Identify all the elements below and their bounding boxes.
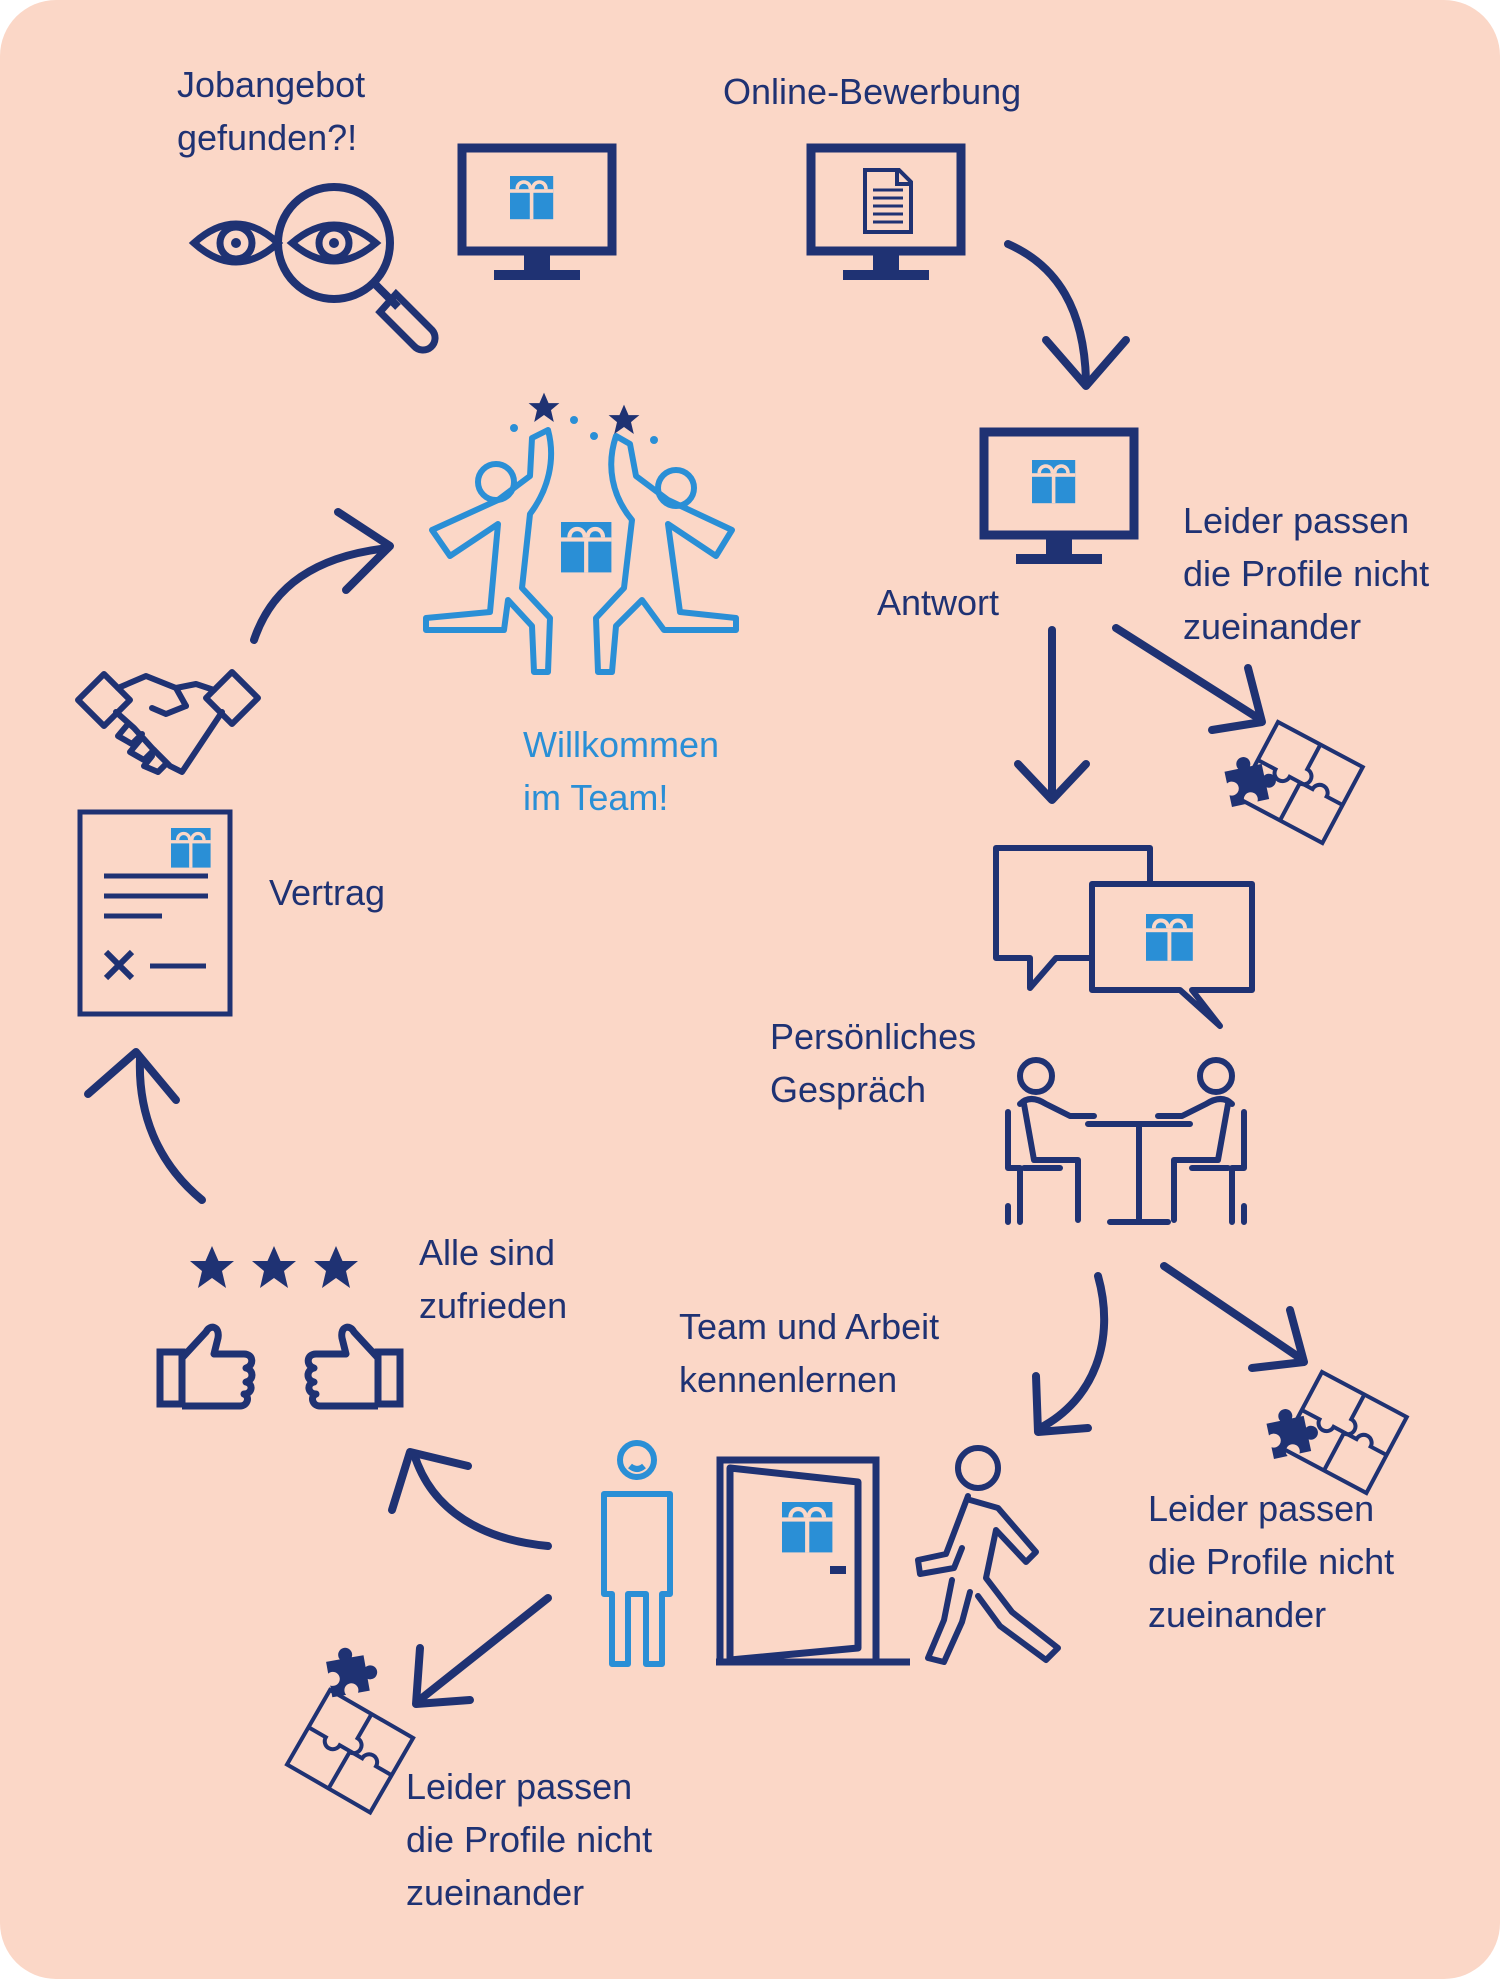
step-job-found-label: Jobangebot gefunden?! [177, 64, 366, 158]
step-interview-label: Persönliches Gespräch [770, 1016, 977, 1110]
step-all-satisfied-label: Alle sind zufrieden [419, 1232, 568, 1326]
arrow-icon [388, 1448, 552, 1550]
monitor-answer-icon [984, 432, 1134, 564]
step-online-application-label: Online-Bewerbung [723, 71, 1022, 112]
rejection-label-2: Leider passen die Profile nicht zueinand… [1148, 1488, 1395, 1635]
eyes-icon [188, 220, 284, 266]
puzzle-icon [1264, 1372, 1406, 1493]
step-meet-team-label: Team und Arbeit kennenlernen [679, 1306, 940, 1400]
stars-icon [510, 392, 658, 444]
monitor-logo-icon [462, 148, 612, 280]
arrow-icon [1004, 240, 1130, 390]
arrow-icon [250, 508, 394, 644]
welcome-label: Willkommen im Team! [523, 724, 720, 818]
arrow-icon [84, 1048, 206, 1204]
arrow-icon [1014, 626, 1090, 804]
celebrating-people-icon [423, 427, 739, 675]
puzzle-icon [1222, 722, 1362, 843]
handshake-icon [75, 669, 261, 775]
company-logo-icon [561, 522, 611, 572]
monitor-document-icon [811, 148, 961, 280]
person-icon [601, 1440, 673, 1667]
thumbs-up-icon [160, 1327, 400, 1406]
arrow-icon [1032, 1272, 1109, 1436]
speech-bubbles-icon [993, 845, 1255, 1029]
rejection-label-3: Leider passen die Profile nicht zueinand… [406, 1766, 653, 1913]
arrow-icon [1160, 1262, 1308, 1372]
rejection-label-1: Leider passen die Profile nicht zueinand… [1183, 500, 1430, 647]
walking-person-icon [915, 1445, 1061, 1665]
magnifier-icon [274, 183, 439, 354]
step-contract-label: Vertrag [269, 872, 386, 913]
stars-icon [190, 1246, 358, 1288]
door-icon [716, 1456, 910, 1666]
contract-icon [77, 809, 233, 1017]
arrow-icon [412, 1594, 552, 1708]
puzzle-icon [285, 1642, 416, 1815]
meeting-table-icon [1005, 1057, 1247, 1225]
arrow-icon [1112, 624, 1266, 734]
step-answer-label: Antwort [877, 582, 1000, 623]
